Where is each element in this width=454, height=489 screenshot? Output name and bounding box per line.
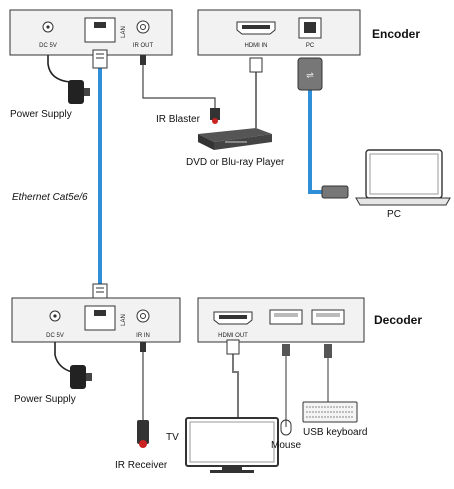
- ir-blaster-label: IR Blaster: [156, 114, 201, 125]
- dvd-player-icon: [198, 128, 272, 150]
- tv-label: TV: [166, 432, 179, 443]
- encoder-dc-label: DC 5V: [39, 43, 57, 49]
- dvd-player-label: DVD or Blu-ray Player: [186, 157, 285, 168]
- encoder-ir-label: IR OUT: [133, 43, 154, 49]
- rj45-plug-top: [92, 49, 108, 69]
- ir-blaster-cable: [142, 62, 216, 108]
- mouse-icon: [280, 419, 292, 436]
- usb-plug-laptop: [321, 185, 349, 199]
- encoder-hdmi-label: HDMI IN: [245, 43, 268, 49]
- ir-receiver-label: IR Receiver: [115, 460, 168, 471]
- decoder-lan-label: LAN: [121, 314, 127, 326]
- keyboard-icon: [302, 401, 358, 423]
- power-adapter-icon: [68, 80, 90, 104]
- power-adapter-icon: [70, 365, 92, 389]
- encoder-pc-label: PC: [306, 43, 315, 49]
- rj45-port-icon: [84, 17, 116, 43]
- power-cable-bottom: [54, 340, 73, 373]
- decoder-hdmi-label: HDMI OUT: [218, 333, 248, 339]
- rj45-port-icon: [84, 305, 116, 331]
- encoder-title: Encoder: [372, 27, 420, 41]
- hdmi-cable-decoder: [232, 348, 239, 418]
- encoder-av-unit: HDMI IN PC: [197, 9, 361, 56]
- tv-icon: [185, 417, 279, 473]
- usb-plug-top: [297, 57, 323, 91]
- ethernet-label: Ethernet Cat5e/6: [12, 192, 88, 203]
- decoder-dc-label: DC 5V: [46, 333, 64, 339]
- ir-blaster-icon: [210, 108, 220, 124]
- svg-text:⇌: ⇌: [306, 71, 314, 81]
- usb-keyboard-label: USB keyboard: [303, 427, 367, 438]
- decoder-title: Decoder: [374, 313, 422, 327]
- power-supply-bottom-label: Power Supply: [14, 394, 76, 405]
- laptop-icon: [355, 149, 451, 206]
- decoder-lan-unit: DC 5V LAN IR IN: [11, 297, 181, 343]
- encoder-lan-label: LAN: [121, 26, 127, 38]
- ir-receiver-icon: [137, 420, 149, 448]
- power-cable-top: [47, 54, 71, 83]
- encoder-lan-unit: DC 5V LAN IR OUT: [9, 9, 173, 56]
- decoder-ir-label: IR IN: [136, 333, 150, 339]
- decoder-av-unit: HDMI OUT: [197, 297, 365, 343]
- mouse-label: Mouse: [271, 440, 301, 451]
- usb-cable-pc: [308, 88, 330, 194]
- pc-label: PC: [387, 209, 401, 220]
- power-supply-top-label: Power Supply: [10, 109, 72, 120]
